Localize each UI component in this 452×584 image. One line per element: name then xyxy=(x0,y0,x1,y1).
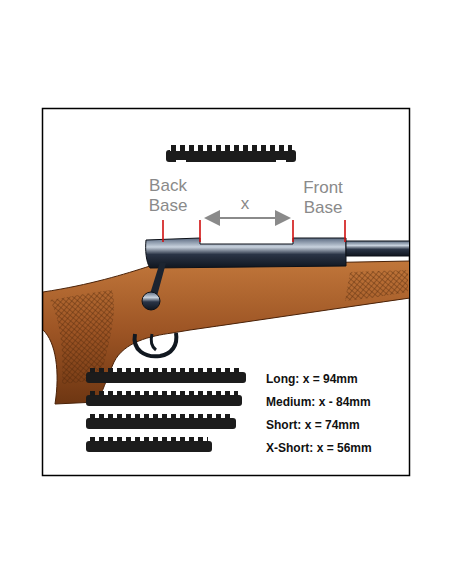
frame xyxy=(43,109,410,476)
bolt-knob xyxy=(142,292,160,310)
size-label: Short: x = 74mm xyxy=(266,418,404,432)
rail-set xyxy=(86,368,246,452)
bolt-handle xyxy=(150,262,166,296)
base-label: Front Base xyxy=(293,178,353,218)
receiver xyxy=(146,238,346,268)
base-markers xyxy=(163,220,345,242)
barrel xyxy=(346,241,409,256)
dimension-arrow xyxy=(206,217,289,219)
forend-checkering xyxy=(345,270,408,301)
base-label: Back Base xyxy=(138,176,198,216)
trigger xyxy=(151,334,156,350)
size-label: Long: x = 94mm xyxy=(266,372,404,386)
size-label: X-Short: x = 56mm xyxy=(266,441,404,455)
rifle-stock xyxy=(43,261,409,404)
trigger-guard xyxy=(135,333,177,356)
size-label: Medium: x - 84mm xyxy=(266,395,404,409)
dimension-label: x xyxy=(235,194,255,214)
scope-rail xyxy=(166,145,296,163)
